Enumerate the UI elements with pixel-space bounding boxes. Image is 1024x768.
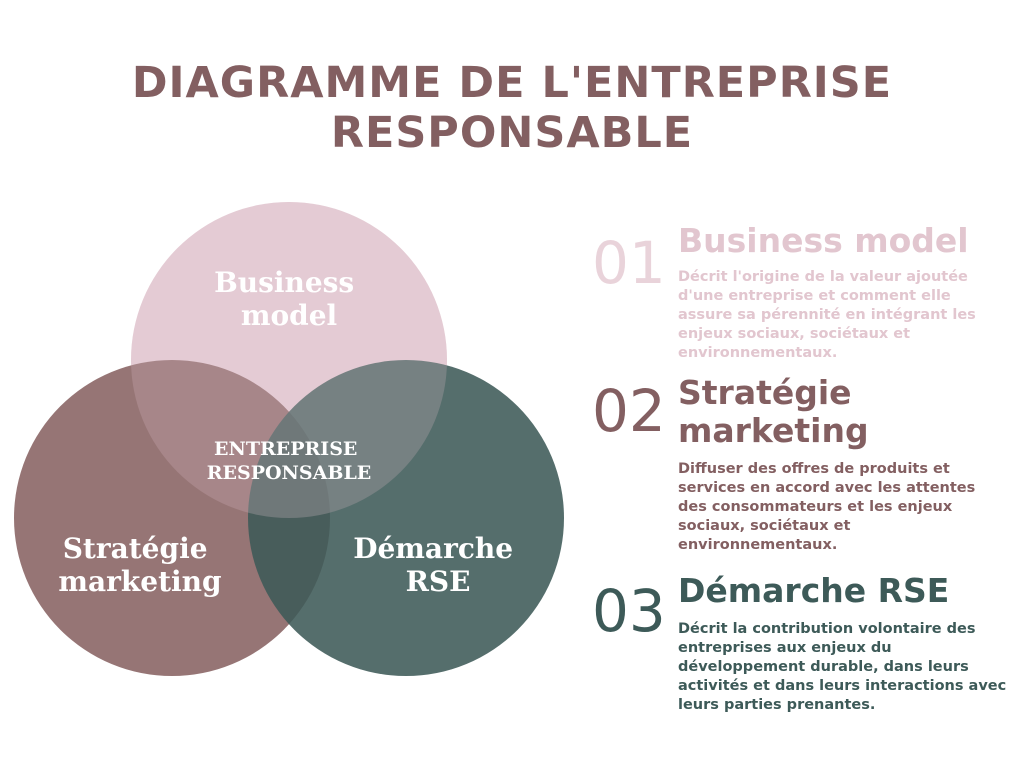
venn-diagram: Business model Stratégie marketing Démar… — [14, 202, 564, 676]
demarche-rse-label: Démarche RSE — [353, 532, 523, 598]
item-number: 01 — [592, 229, 666, 297]
item-description: Décrit la contribution volontaire des en… — [678, 621, 1007, 713]
item-heading: Stratégie marketing — [678, 373, 869, 450]
strategie-marketing-label: Stratégie marketing — [58, 532, 221, 598]
center-label-line-2: RESPONSABLE — [207, 462, 372, 484]
item-description: Diffuser des offres de produits et servi… — [678, 461, 976, 553]
business-model-label-line-1: Business — [214, 266, 354, 299]
center-label-line-1: ENTREPRISE — [214, 438, 357, 460]
demarche-rse-label-line-2: RSE — [406, 565, 471, 598]
strategie-marketing-label-line-2: marketing — [58, 565, 221, 598]
page-title-line-2: RESPONSABLE — [330, 108, 694, 158]
page-title-line-1: DIAGRAMME DE L'ENTREPRISE — [131, 58, 893, 108]
circle-business-model-overlay — [131, 202, 447, 518]
item-number: 02 — [592, 377, 666, 445]
business-model-label: Business model — [214, 266, 364, 332]
business-model-label-line-2: model — [241, 299, 337, 332]
demarche-rse-label-line-1: Démarche — [353, 532, 513, 565]
item-description: Décrit l'origine de la valeur ajoutée d'… — [678, 269, 976, 361]
item-number: 03 — [592, 577, 666, 645]
circle-demarche-rse — [248, 360, 564, 676]
page-title: DIAGRAMME DE L'ENTREPRISE RESPONSABLE — [0, 58, 1024, 158]
circle-strategie-marketing — [14, 360, 330, 676]
item-heading: Démarche RSE — [678, 571, 950, 610]
center-label: ENTREPRISE RESPONSABLE — [207, 438, 372, 484]
item-heading: Business model — [678, 221, 969, 260]
strategie-marketing-label-line-1: Stratégie — [63, 532, 208, 565]
